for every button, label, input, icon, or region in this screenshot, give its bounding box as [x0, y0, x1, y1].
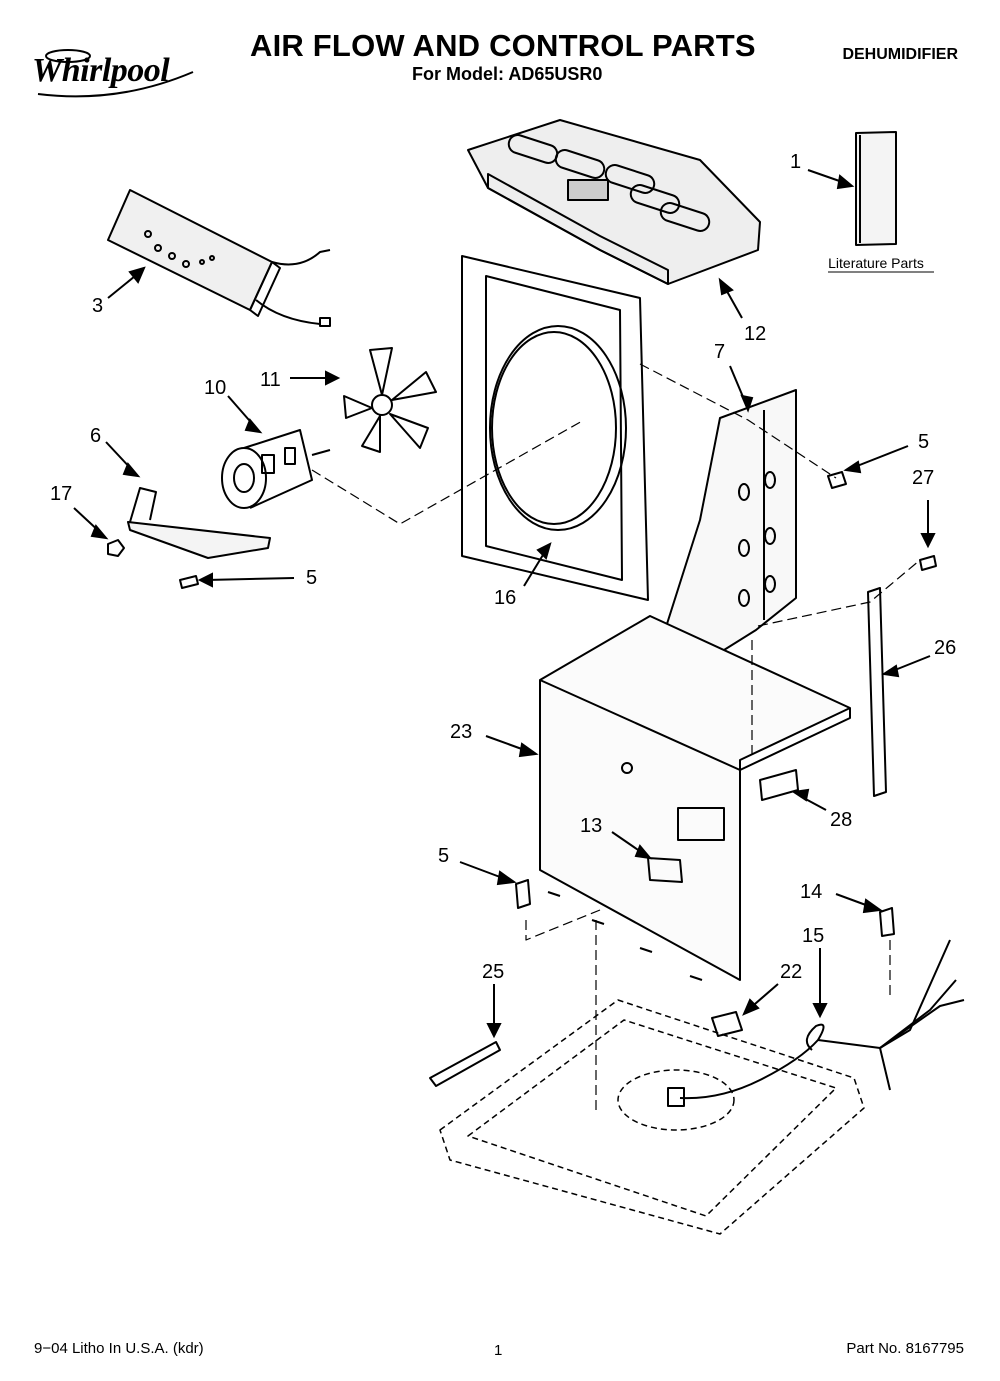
- screw-part: [515, 879, 531, 909]
- callout-12: 12: [744, 323, 766, 345]
- callout-16: 16: [494, 587, 516, 609]
- screw-part: [879, 907, 895, 937]
- nut-part: [107, 539, 125, 557]
- callout-27: 27: [912, 467, 934, 489]
- product-type: DEHUMIDIFIER: [842, 46, 958, 63]
- callout-5: 5: [306, 567, 317, 589]
- logo-swoosh-icon: [37, 49, 194, 98]
- screw-part: [919, 555, 937, 571]
- callout-5: 5: [918, 431, 929, 453]
- callout-7: 7: [714, 341, 725, 363]
- top-grille-part: [467, 119, 761, 285]
- screw-part: [179, 575, 199, 589]
- strain-relief-part: [711, 1011, 743, 1037]
- callout-22: 22: [780, 961, 802, 983]
- shroud-panel-part: [461, 255, 649, 601]
- print-info: 9−04 Litho In U.S.A. (kdr): [34, 1340, 204, 1357]
- switch-part: [647, 857, 683, 883]
- callout-14: 14: [800, 881, 822, 903]
- callout-25: 25: [482, 961, 504, 983]
- callout-11: 11: [260, 369, 281, 391]
- callout-13: 13: [580, 815, 602, 837]
- callout-10: 10: [204, 377, 226, 399]
- literature-part: [855, 131, 897, 246]
- callout-23: 23: [450, 721, 472, 743]
- side-rail-part: [867, 587, 887, 797]
- callout-3: 3: [92, 295, 103, 317]
- part-number: Part No. 8167795: [846, 1340, 964, 1357]
- callout-15: 15: [802, 925, 824, 947]
- cable-tie-part: [429, 1041, 501, 1087]
- callout-1: 1: [790, 151, 801, 173]
- fan-motor-part: [221, 429, 331, 509]
- page-title: AIR FLOW AND CONTROL PARTS: [250, 28, 756, 63]
- base-pan-part: [439, 999, 865, 1235]
- cabinet-part: [539, 615, 851, 981]
- evaporator-bracket-part: [645, 389, 797, 691]
- callout-5: 5: [438, 845, 449, 867]
- motor-bracket-part: [127, 487, 271, 559]
- page-number: 1: [494, 1342, 503, 1359]
- brand-name: Whirlpool: [32, 52, 170, 89]
- control-panel-part: [107, 189, 331, 327]
- callout-26: 26: [934, 637, 956, 659]
- fan-blade-part: [343, 347, 437, 453]
- model-number: For Model: AD65USR0: [412, 64, 603, 84]
- callout-28: 28: [830, 809, 852, 831]
- literature-parts-label: Literature Parts: [828, 255, 924, 271]
- exploded-parts-diagram: Literature Parts 1 3 5 5 5 6 7 10 11 12 …: [50, 119, 965, 1235]
- callout-17: 17: [50, 483, 72, 505]
- whirlpool-logo: Whirlpool: [28, 42, 198, 102]
- screw-part: [827, 471, 847, 489]
- power-cord-part: [667, 939, 965, 1107]
- callout-6: 6: [90, 425, 101, 447]
- bracket-part: [759, 769, 799, 801]
